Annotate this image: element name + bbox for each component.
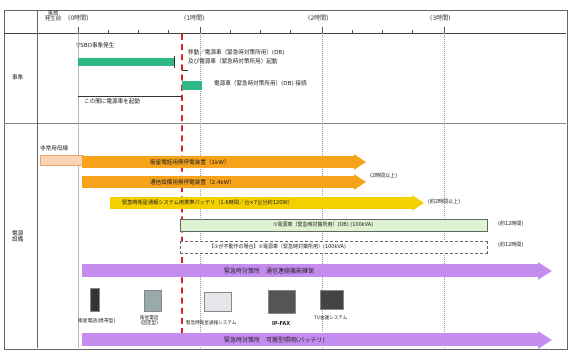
emergency-bus-label: 非常用母線 (40, 146, 68, 152)
startup-note: この間に電源車を起動 (84, 99, 140, 105)
device-label-4: TV会議システム (314, 316, 348, 321)
move-note-1: 移動／電源車（緊急時対策所用）(DB) (188, 50, 285, 56)
header-row-label: 事故 発生前 (44, 11, 62, 23)
bar-portable-lighting: 緊急時対策所 可搬型照明(バッテリ) (82, 331, 552, 349)
device-alert-system (204, 292, 232, 312)
bar-comm-function-label: 緊急時対策所 通信連絡機能確保 (224, 268, 315, 275)
emergency-bus-peach (40, 155, 84, 166)
move-note-2: 及び電源車（緊急時対策所用）起動 (188, 59, 278, 65)
device-label-0: 衛星電話(携帯型) (78, 319, 116, 324)
bar-ups-1kw-label: 衛星電話用無停電装置（1kW） (150, 160, 230, 166)
section-divider (4, 123, 566, 124)
diagram-frame (4, 10, 568, 350)
move-arrow (182, 70, 188, 71)
left-column-divider (37, 10, 38, 348)
time-label-2: (2時間) (308, 15, 329, 22)
connect-note: 電源車（緊急時対策所用）(DB) 接続 (214, 81, 307, 87)
sbo-green-bar (78, 58, 174, 66)
bar-power-car-1-label: ①電源車（緊急時対策所用）(DB) (100kVA) (273, 222, 374, 228)
device-satphone-fixed (144, 290, 162, 312)
bar-ups-2-4kw: 通信設備用無停電装置（2.4kW） (82, 174, 366, 190)
section-power: 電源 設備 (12, 231, 24, 243)
note-12h-a: (約12時間) (498, 221, 524, 227)
section-event: 事象 (12, 75, 24, 81)
device-ip-fax (268, 290, 296, 314)
bar-power-car-1: ①電源車（緊急時対策所用）(DB) (100kVA) (180, 219, 488, 232)
grid-line-2h (322, 33, 323, 348)
grid-line-0h (78, 33, 79, 348)
time-label-1: (1時間) (184, 15, 205, 22)
grid-line-1h (200, 33, 201, 348)
bar-power-car-2: 【①が不動作の場合】②電源車（緊急時対策所用）(100kVA) (180, 241, 488, 254)
device-label-3: IP-FAX (272, 321, 291, 327)
bar-portable-battery: 緊急時衛星通報システム用携帯バッテリ（1.6時間／台×7台分約120W） (110, 195, 424, 211)
sbo-event-label: ▽SBO事象発生 (76, 43, 115, 49)
time-label-3: (3時間) (430, 15, 451, 22)
device-label-1: 衛星電話 (固定型) (140, 316, 159, 326)
time-label-0: (0時間) (68, 15, 89, 22)
device-label-2: 緊急時衛星通報システム (186, 321, 237, 326)
note-12h-b: (約12時間) (498, 242, 524, 248)
connect-green-bar (182, 81, 202, 90)
note-2h: (2時間以上) (370, 173, 398, 179)
startup-bracket (78, 96, 182, 109)
bar-ups-2-4kw-label: 通信設備用無停電装置（2.4kW） (150, 180, 235, 186)
bar-portable-lighting-label: 緊急時対策所 可搬型照明(バッテリ) (224, 337, 325, 344)
bar-comm-function: 緊急時対策所 通信連絡機能確保 (82, 262, 552, 280)
bar-power-car-2-label: 【①が不動作の場合】②電源車（緊急時対策所用）(100kVA) (209, 244, 346, 250)
bar-ups-1kw: 衛星電話用無停電装置（1kW） (82, 154, 366, 170)
note-2h-b: (約2時間以上) (428, 199, 461, 205)
device-satphone-portable (90, 288, 100, 312)
sbo-line-end (174, 56, 181, 68)
bar-portable-battery-label: 緊急時衛星通報システム用携帯バッテリ（1.6時間／台×7台分約120W） (122, 200, 293, 206)
grid-line-3h (444, 33, 445, 348)
header-ticks (78, 27, 498, 33)
header-divider (4, 33, 566, 34)
device-tv-conference (320, 290, 344, 310)
